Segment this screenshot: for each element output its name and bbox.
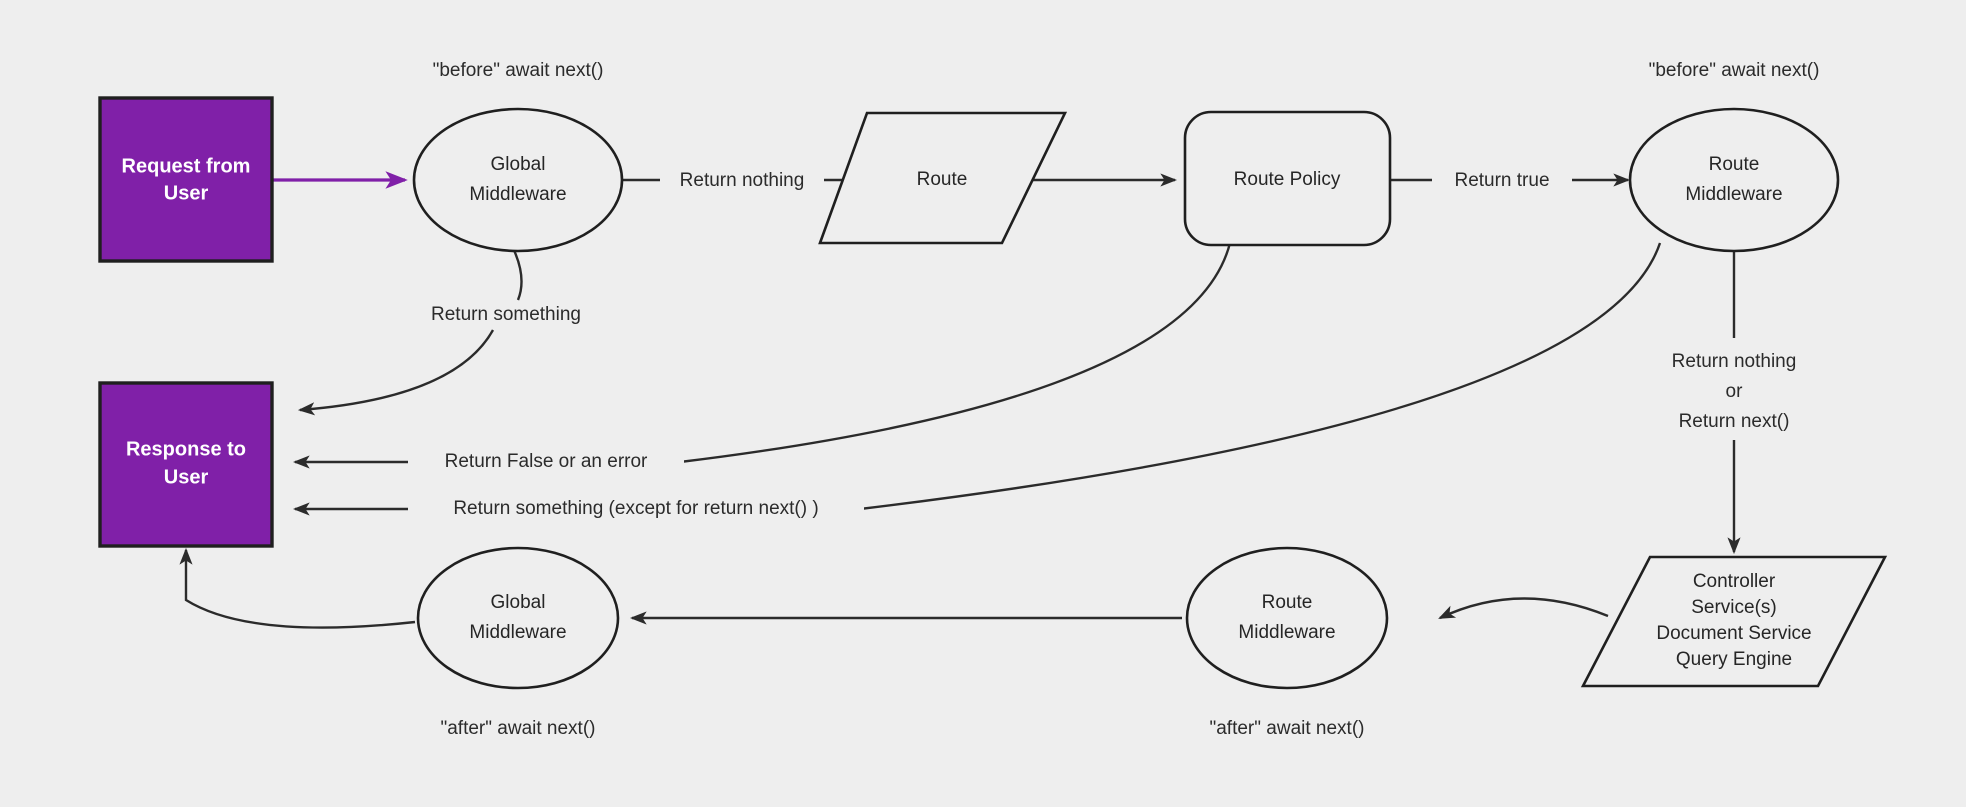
node-global-middleware-top[interactable]: Global Middleware	[412, 107, 624, 253]
label-bg-return-something	[410, 301, 600, 329]
edge-label-route-mw-or: or	[1726, 381, 1744, 402]
edge-controller-to-route-middleware-bottom	[1438, 597, 1609, 620]
response-to-user-label-line2: User	[164, 466, 209, 488]
controller-label-line1: Controller	[1693, 571, 1776, 592]
label-bg-return-nothing	[660, 166, 824, 194]
node-route-policy[interactable]: Route Policy	[1183, 110, 1392, 247]
annotation-before-await-next-right: "before" await next()	[1649, 60, 1820, 81]
annotation-after-await-next-left: "after" await next()	[441, 718, 596, 739]
global-middleware-top-label-line1: Global	[491, 154, 546, 175]
response-to-user-rect	[98, 381, 274, 548]
annotation-after-await-next-right: "after" await next()	[1210, 718, 1365, 739]
edge-label-return-true: Return true	[1454, 170, 1549, 191]
node-controller[interactable]: Controller Service(s) Document Service Q…	[1580, 555, 1888, 688]
route-policy-label: Route Policy	[1234, 169, 1341, 190]
edge-global-return-something-upper	[511, 247, 523, 301]
node-request-from-user[interactable]: Request from User	[98, 96, 274, 263]
global-middleware-bottom-ellipse	[416, 546, 620, 690]
route-middleware-bottom-ellipse	[1185, 546, 1389, 690]
controller-parallelogram	[1580, 555, 1888, 688]
node-route-middleware-top[interactable]: Route Middleware	[1628, 107, 1840, 253]
edge-global-return-something-lower	[297, 329, 495, 416]
node-route-middleware-bottom[interactable]: Route Middleware	[1185, 546, 1389, 690]
controller-label-line2: Service(s)	[1691, 597, 1777, 618]
global-middleware-bottom-label-line2: Middleware	[469, 622, 566, 643]
route-middleware-bottom-label-line1: Route	[1262, 592, 1313, 613]
global-middleware-bottom-label-line1: Global	[491, 592, 546, 613]
node-response-to-user[interactable]: Response to User	[98, 381, 274, 548]
label-bg-route-mw-to-controller	[1640, 338, 1830, 440]
edge-label-return-something-except-next: Return something (except for return next…	[453, 498, 818, 519]
request-from-user-rect	[98, 96, 274, 263]
edge-route-mw-return-something-right	[859, 242, 1662, 511]
global-middleware-top-label-line2: Middleware	[469, 184, 566, 205]
edge-global-mw-bottom-to-response	[179, 547, 416, 629]
label-bg-return-true	[1432, 166, 1572, 194]
global-middleware-top-ellipse	[412, 107, 624, 253]
route-parallelogram	[818, 111, 1068, 245]
controller-label-line3: Document Service	[1656, 623, 1811, 644]
route-policy-rect	[1183, 110, 1392, 247]
request-from-user-label-line2: User	[164, 182, 209, 204]
route-middleware-bottom-label-line2: Middleware	[1238, 622, 1335, 643]
response-to-user-label-line1: Response to	[126, 438, 246, 460]
route-middleware-top-label-line1: Route	[1709, 154, 1760, 175]
controller-label-line4: Query Engine	[1676, 649, 1792, 670]
label-bg-return-false	[408, 448, 684, 476]
route-middleware-top-ellipse	[1628, 107, 1840, 253]
edge-label-global-return-something: Return something	[431, 304, 581, 325]
route-label: Route	[917, 169, 968, 190]
route-middleware-top-label-line2: Middleware	[1685, 184, 1782, 205]
label-bg-return-something-except	[408, 495, 864, 523]
edge-label-return-nothing: Return nothing	[680, 170, 805, 191]
request-from-user-label-line1: Request from	[122, 155, 251, 177]
annotation-before-await-next-left: "before" await next()	[433, 60, 604, 81]
edge-label-return-false-or-error: Return False or an error	[445, 451, 648, 472]
edge-label-route-mw-return-next: Return next()	[1679, 411, 1790, 432]
node-global-middleware-bottom[interactable]: Global Middleware	[416, 546, 620, 690]
edge-label-route-mw-return-nothing: Return nothing	[1672, 351, 1797, 372]
edge-policy-return-false-right	[679, 242, 1232, 464]
node-route[interactable]: Route	[818, 111, 1068, 245]
